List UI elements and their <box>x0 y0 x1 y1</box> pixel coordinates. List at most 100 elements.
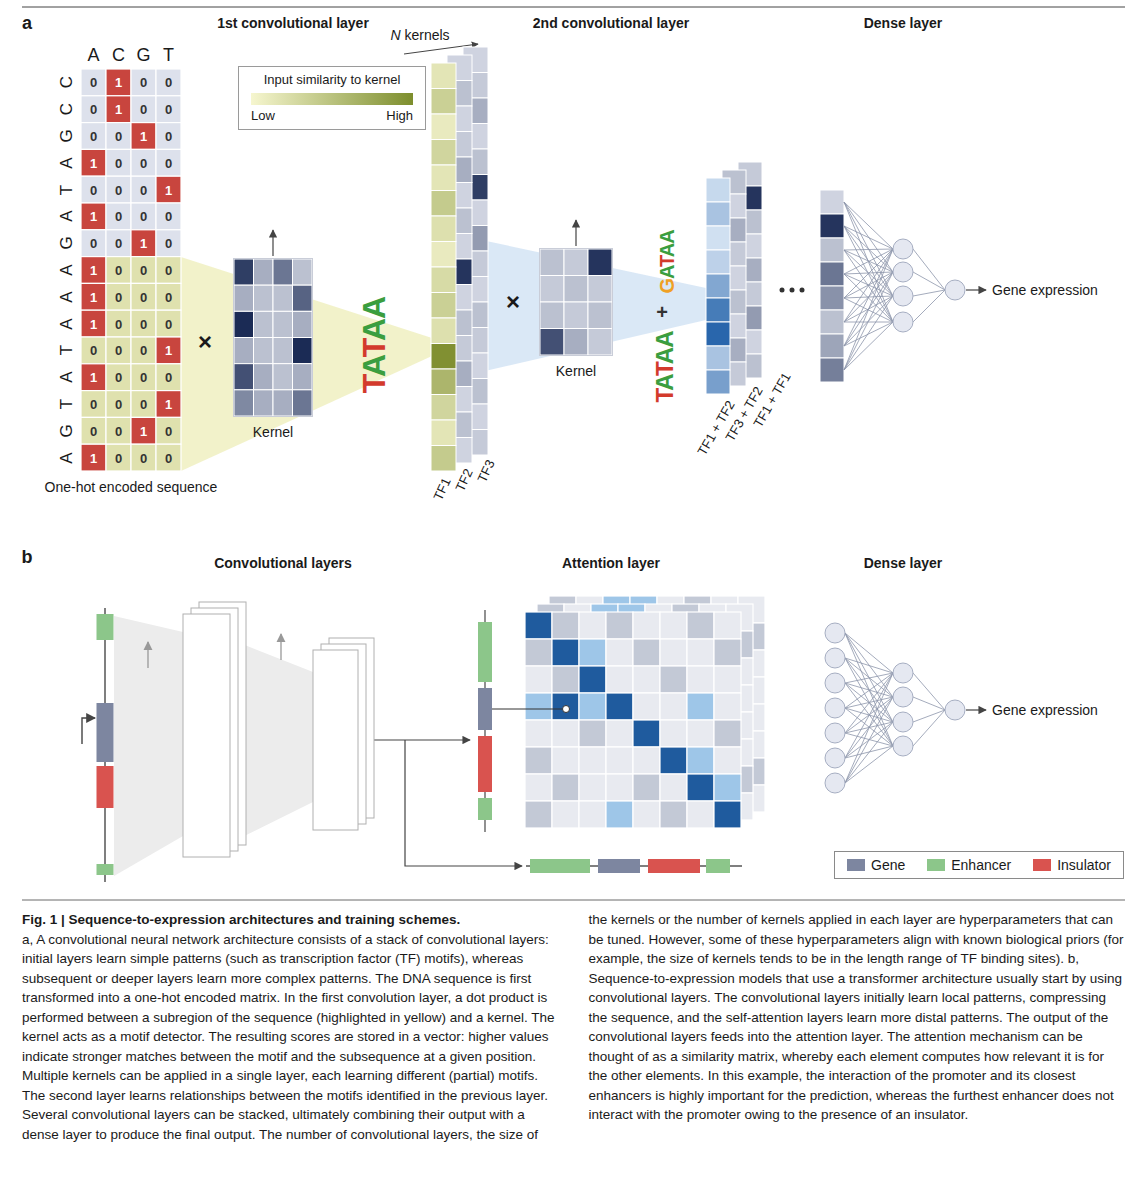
network-connection <box>844 322 893 370</box>
base-header: T <box>163 46 174 64</box>
one-hot-cell <box>106 417 131 444</box>
attention-cell <box>552 666 579 693</box>
one-hot-cell <box>106 257 131 284</box>
attention-cell <box>606 612 633 639</box>
glyph: T <box>656 257 678 267</box>
ellipsis-dot <box>800 288 805 293</box>
one-hot-value: 0 <box>115 371 122 384</box>
attention-cell <box>606 666 633 693</box>
glyph: N <box>390 27 400 43</box>
one-hot-value: 1 <box>140 130 147 143</box>
one-hot-cell <box>156 96 181 123</box>
one-hot-value: 0 <box>90 344 97 357</box>
receptive-field-wedge <box>114 616 183 876</box>
dense-input-cell <box>820 214 844 238</box>
one-hot-value: 0 <box>115 237 122 250</box>
attention-cell <box>714 666 741 693</box>
sequence-base: A <box>58 318 75 329</box>
one-hot-value: 0 <box>165 210 172 223</box>
leader-line <box>492 709 562 710</box>
one-hot-value: 0 <box>140 156 147 169</box>
sequence-base: A <box>58 291 75 302</box>
network-connection <box>845 673 893 758</box>
feature-map-cell <box>431 63 456 89</box>
glyph: A <box>356 357 392 377</box>
glyph: k <box>404 27 411 43</box>
panel-letter: b <box>22 548 33 566</box>
one-hot-value: 0 <box>90 130 97 143</box>
feature-map-cell <box>706 370 730 394</box>
attention-cell <box>687 720 714 747</box>
one-hot-cell <box>131 310 156 337</box>
feature-map-cell <box>706 178 730 202</box>
one-hot-cell <box>106 444 131 471</box>
conv-layer-sheet <box>183 614 230 857</box>
legend-entry: Insulator <box>1033 857 1111 873</box>
one-hot-cell <box>131 257 156 284</box>
network-connection <box>913 272 945 290</box>
one-hot-value: 0 <box>140 76 147 89</box>
one-hot-cell <box>106 203 131 230</box>
network-connection <box>845 658 893 697</box>
attention-cell <box>633 693 660 720</box>
network-connection <box>913 673 945 710</box>
kernel-name: TF2 <box>453 467 475 493</box>
attention-cell <box>660 774 687 801</box>
network-connection <box>844 202 893 296</box>
neuron <box>825 623 845 643</box>
conv-layer-sheet <box>313 650 358 830</box>
one-hot-cell <box>106 364 131 391</box>
promoter-arrow <box>82 718 95 744</box>
feature-map-cell <box>706 274 730 298</box>
attention-cell <box>579 801 606 828</box>
kernel-weight-cell <box>234 311 254 337</box>
legend-swatch <box>927 859 945 871</box>
feature-map-cell <box>706 250 730 274</box>
sequence-base: T <box>58 184 75 194</box>
one-hot-cell <box>156 69 181 96</box>
one-hot-cell <box>131 149 156 176</box>
kernel-weight-cell <box>588 249 612 276</box>
feature-map-cell <box>431 369 456 395</box>
operator-symbol: × <box>198 330 212 354</box>
attention-cell <box>606 747 633 774</box>
base-header: A <box>87 46 99 64</box>
feature-map-cell <box>431 216 456 242</box>
one-hot-value: 0 <box>140 103 147 116</box>
box-caption: One-hot encoded sequence <box>45 479 218 495</box>
network-connection <box>845 658 893 746</box>
base-header: G <box>136 46 150 64</box>
network-connection <box>913 710 945 746</box>
figure-caption: a, A convolutional neural network archit… <box>22 910 1125 1144</box>
kernel-weight-cell <box>293 364 313 390</box>
neuron <box>893 687 913 707</box>
motif-logo: TATAA <box>358 297 390 393</box>
neuron <box>945 280 965 300</box>
one-hot-value: 0 <box>140 371 147 384</box>
one-hot-cell <box>131 364 156 391</box>
glyph: e <box>432 27 440 43</box>
attention-cell <box>525 639 552 666</box>
one-hot-value: 0 <box>140 451 147 464</box>
one-hot-value: 0 <box>115 290 122 303</box>
network-connection <box>913 697 945 710</box>
attention-cell <box>660 693 687 720</box>
attention-cell <box>660 612 687 639</box>
sequence-base: C <box>58 103 75 115</box>
glyph: A <box>651 376 678 391</box>
kernel-grid-art <box>234 259 312 416</box>
kernel-weight-cell <box>273 259 293 285</box>
glyph: A <box>651 348 678 364</box>
glyph: A <box>356 319 392 341</box>
attention-cell <box>633 801 660 828</box>
kernel-weight-cell <box>588 276 612 303</box>
one-hot-value: 0 <box>140 317 147 330</box>
network-connection <box>913 290 945 322</box>
kernel-name: TF1 <box>431 476 453 502</box>
one-hot-cell <box>106 176 131 203</box>
network-connection <box>844 272 893 370</box>
feature-map-cell <box>431 420 456 446</box>
sequence-base: A <box>58 157 75 168</box>
sequence-base: G <box>58 424 75 437</box>
feature-map-cell <box>431 395 456 421</box>
